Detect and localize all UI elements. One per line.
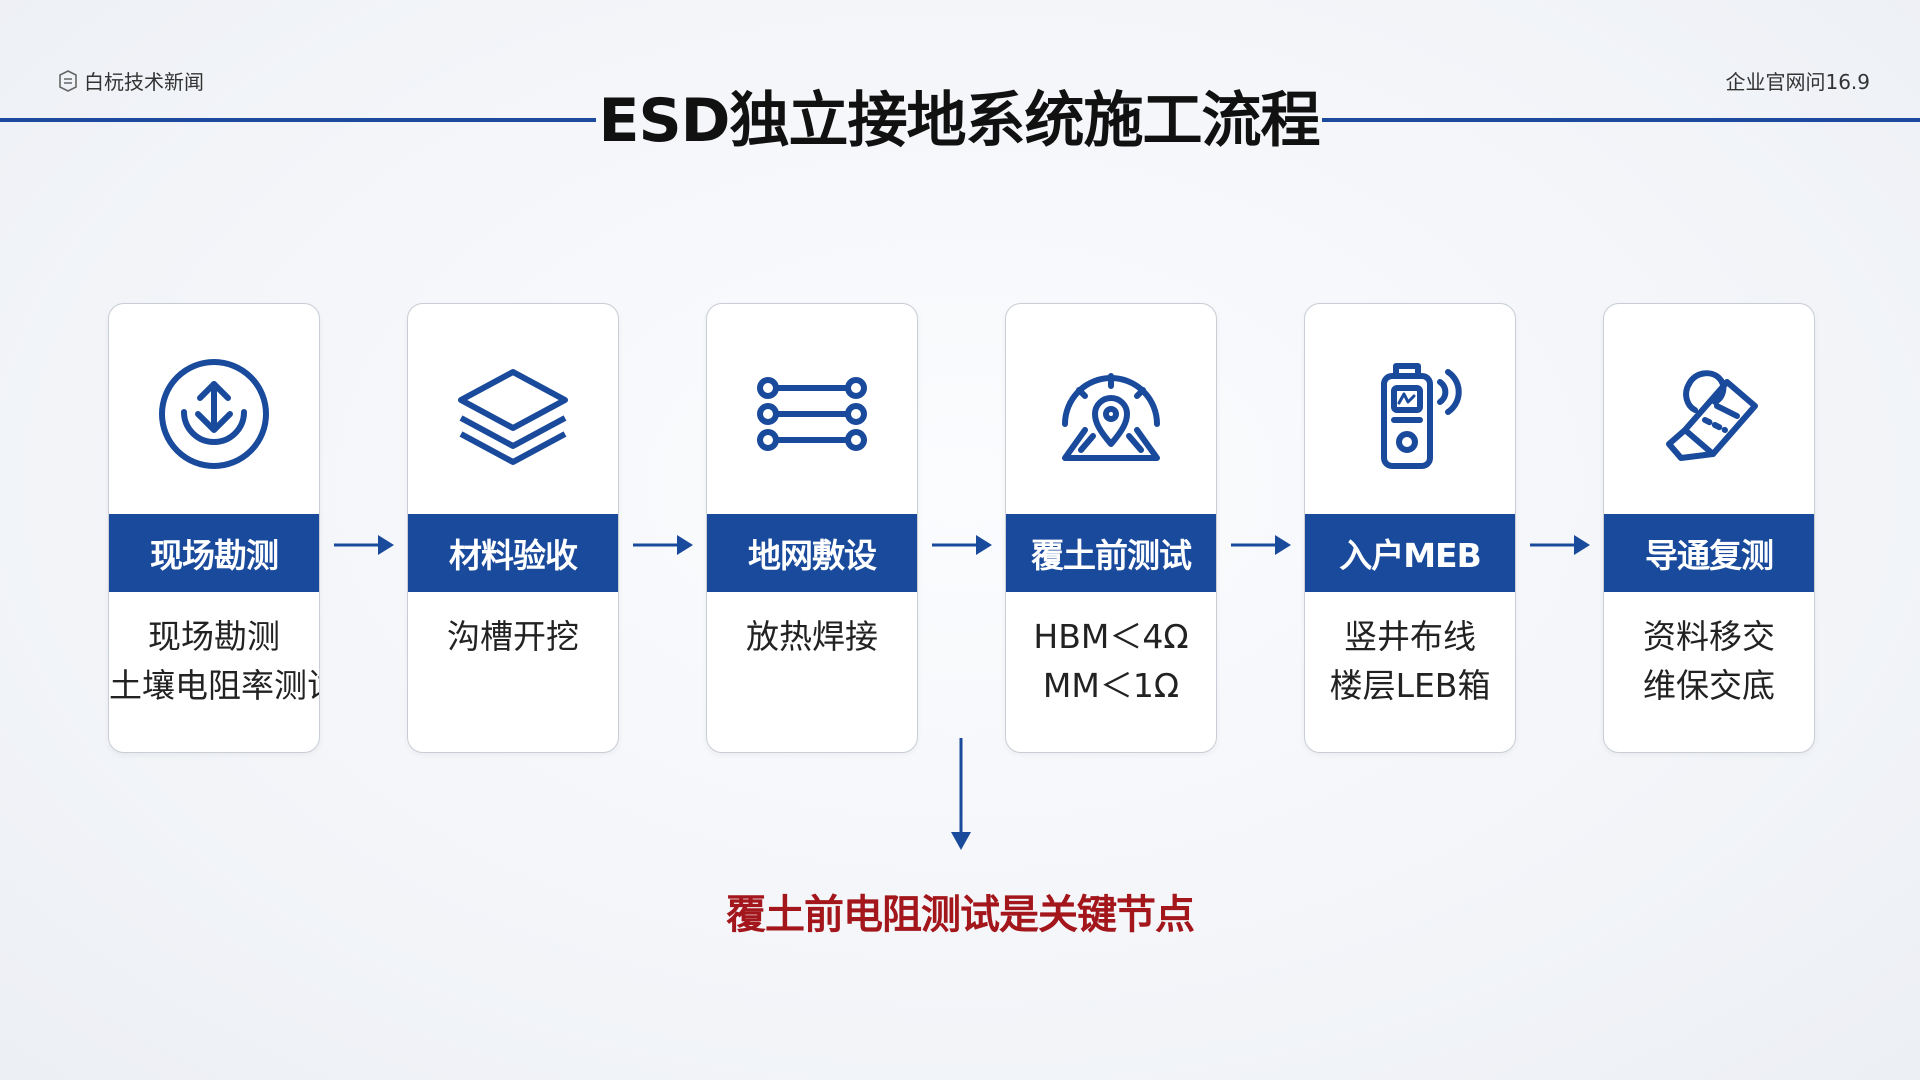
step-card-3: 地网敷设 放热焊接 <box>706 303 918 753</box>
step-description-line: 沟槽开挖 <box>447 617 579 656</box>
key-node-arrow-down-icon <box>951 738 971 850</box>
brand: 白杬技术新闻 <box>58 66 204 95</box>
title-rule-right <box>1322 118 1920 122</box>
step-description-line: 维保交底 <box>1643 666 1775 705</box>
step-description-line: 放热焊接 <box>746 617 878 656</box>
step-description-line: 楼层LEB箱 <box>1329 666 1491 705</box>
wiring-lines-icon <box>707 354 917 474</box>
step-label: 地网敷设 <box>707 514 917 592</box>
gauge-location-icon <box>1006 354 1216 474</box>
step-card-2: 材料验收 沟槽开挖 <box>407 303 619 753</box>
key-node-note: 覆土前电阻测试是关键节点 <box>726 892 1195 938</box>
step-label: 导通复测 <box>1604 514 1814 592</box>
handover-icon <box>1604 354 1814 474</box>
step-description-line: 资料移交 <box>1643 617 1775 656</box>
step-card-1: 现场勘测 现场勘测 土壤电阻率测试 <box>108 303 320 753</box>
flow-arrow-right-icon <box>334 535 394 555</box>
step-card-4: 覆土前测试 HBM＜4Ω MM＜1Ω <box>1005 303 1217 753</box>
download-circle-icon <box>109 354 319 474</box>
flow-arrow-right-icon <box>1231 535 1291 555</box>
step-description: HBM＜4Ω MM＜1Ω <box>1006 612 1216 710</box>
step-description: 资料移交 维保交底 <box>1604 612 1814 710</box>
tester-device-icon <box>1305 354 1515 474</box>
step-card-6: 导通复测 资料移交 维保交底 <box>1603 303 1815 753</box>
step-description: 竖井布线 楼层LEB箱 <box>1305 612 1515 710</box>
step-description: 放热焊接 <box>707 612 917 661</box>
step-description-line: 现场勘测 <box>148 617 280 656</box>
flow-arrow-right-icon <box>1530 535 1590 555</box>
header-meta: 企业官网问16.9 <box>1725 70 1870 94</box>
step-description-line: HBM＜4Ω <box>1033 617 1189 656</box>
step-description-line: 土壤电阻率测试 <box>109 666 320 705</box>
layers-icon <box>408 354 618 474</box>
step-description-line: MM＜1Ω <box>1042 666 1180 705</box>
step-description-line: 竖井布线 <box>1344 617 1476 656</box>
title-rule-left <box>0 118 596 122</box>
step-card-5: 入户MEB 竖井布线 楼层LEB箱 <box>1304 303 1516 753</box>
flow-arrow-right-icon <box>633 535 693 555</box>
step-description: 沟槽开挖 <box>408 612 618 661</box>
step-label: 覆土前测试 <box>1006 514 1216 592</box>
step-label: 材料验收 <box>408 514 618 592</box>
page-title: ESD独立接地系统施工流程 <box>598 86 1320 156</box>
flow-arrow-right-icon <box>932 535 992 555</box>
brand-logo-icon <box>59 69 77 92</box>
step-description: 现场勘测 土壤电阻率测试 <box>109 612 319 710</box>
brand-name: 白杬技术新闻 <box>84 70 204 94</box>
step-label: 现场勘测 <box>109 514 319 592</box>
step-label: 入户MEB <box>1305 514 1515 592</box>
